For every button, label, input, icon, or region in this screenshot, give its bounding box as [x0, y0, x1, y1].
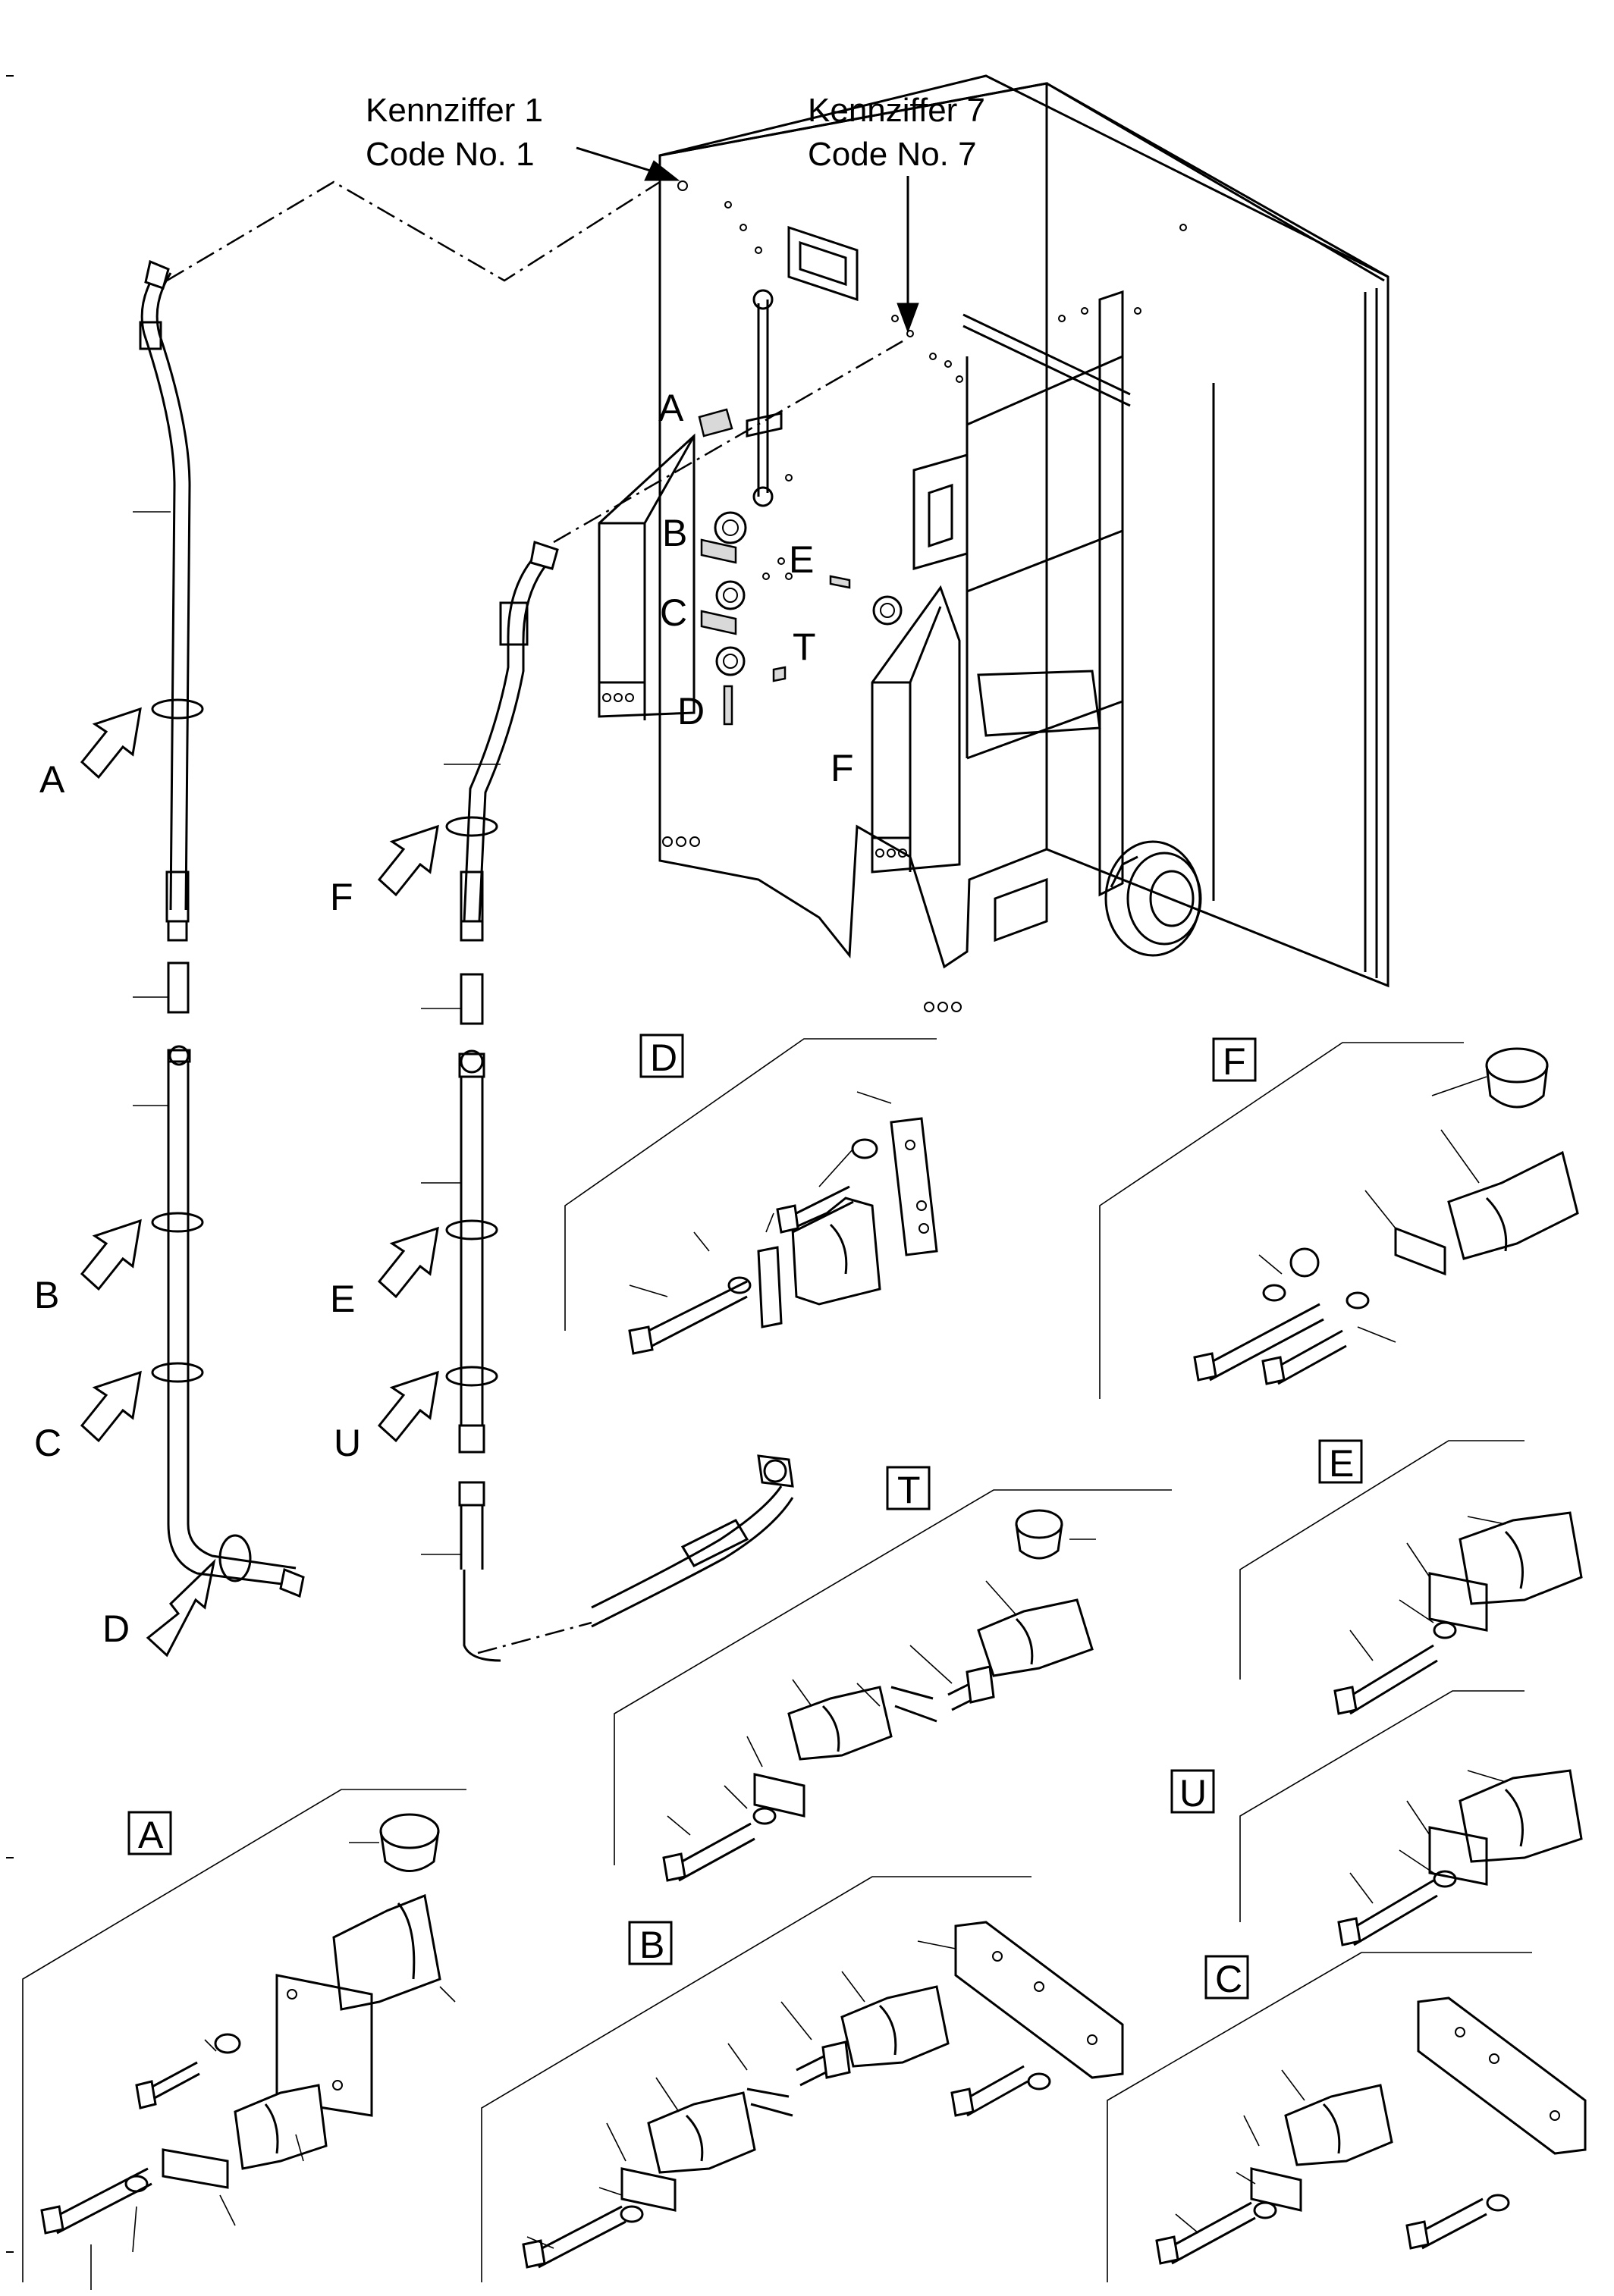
- pointer-arrow-b: [80, 1219, 142, 1291]
- cabinet-label-f: F: [831, 747, 854, 789]
- detail-e-label: E: [1329, 1442, 1354, 1485]
- detail-f-label: F: [1223, 1040, 1246, 1083]
- cabinet-position-labels: A B C D E F T: [658, 387, 854, 789]
- pointer-label-d: D: [102, 1608, 130, 1650]
- detail-b: B: [481, 1876, 1124, 2282]
- pointer-arrow-u: [377, 1370, 439, 1443]
- pointer-arrow-f: [377, 824, 439, 897]
- code1-de-label: Kennziffer 1: [366, 92, 543, 129]
- detail-e: E: [1239, 1439, 1583, 1715]
- cabinet-label-c: C: [660, 591, 687, 634]
- code7-arrowhead: [896, 303, 919, 334]
- code7-en-label: Code No. 7: [808, 136, 977, 173]
- detail-u-box: [1170, 1769, 1215, 1814]
- cabinet-label-t: T: [793, 626, 816, 668]
- crop-marks: [6, 75, 14, 2253]
- detail-t-box: [886, 1466, 931, 1510]
- detail-d: D: [564, 1034, 938, 1355]
- routing-line-f: [553, 340, 903, 544]
- pointer-arrow-e: [377, 1226, 439, 1299]
- detail-u: U: [1170, 1690, 1583, 1946]
- pointer-arrows-middle: F E U: [330, 824, 439, 1464]
- detail-c: C: [1107, 1952, 1587, 2282]
- detail-b-label: B: [639, 1924, 664, 1966]
- routing-line-a: [166, 180, 661, 282]
- detail-a: A: [22, 1789, 466, 2290]
- code1-en-label: Code No. 1: [366, 136, 535, 173]
- pointer-arrow-a: [80, 707, 142, 779]
- pointer-label-e: E: [330, 1278, 355, 1320]
- detail-f: F: [1099, 1037, 1579, 1399]
- routing-line-hose: [477, 1621, 592, 1655]
- cabinet-label-e: E: [789, 538, 814, 581]
- cabinet-label-b: B: [662, 512, 687, 554]
- code1-arrowhead: [644, 160, 680, 181]
- pointer-label-b: B: [34, 1274, 59, 1316]
- detail-c-box: [1204, 1955, 1249, 2000]
- detail-a-box: [127, 1811, 172, 1855]
- detail-d-box: [639, 1034, 684, 1078]
- detail-b-box: [628, 1921, 673, 1965]
- code-callout-7: Kennziffer 7 Code No. 7: [808, 92, 985, 334]
- detail-a-label: A: [138, 1814, 164, 1856]
- hose-assembly-left: [133, 259, 305, 1598]
- detail-c-label: C: [1215, 1958, 1242, 2000]
- pointer-arrow-c: [80, 1370, 142, 1443]
- detail-e-box: [1318, 1439, 1363, 1484]
- cabinet-frame: [598, 74, 1389, 1012]
- detail-u-label: U: [1179, 1772, 1207, 1815]
- panel-holes: [677, 180, 1187, 580]
- pointer-label-u: U: [334, 1422, 361, 1464]
- detail-d-label: D: [650, 1037, 677, 1079]
- pointer-arrows-left: A B C D: [34, 707, 216, 1658]
- detail-f-box: [1212, 1037, 1257, 1082]
- detail-t-label: T: [897, 1469, 921, 1511]
- cabinet-label-a: A: [658, 387, 684, 429]
- pointer-label-f: F: [330, 876, 353, 918]
- detail-t: T: [614, 1466, 1172, 1882]
- code-callout-1: Kennziffer 1 Code No. 1: [366, 92, 680, 181]
- pointer-label-a: A: [39, 758, 65, 801]
- hose-assembly-middle: [421, 541, 794, 1662]
- pointer-label-c: C: [34, 1422, 61, 1464]
- cabinet-clamps: [698, 408, 903, 726]
- cabinet-label-d: D: [677, 690, 705, 732]
- pointer-arrow-d: [146, 1558, 216, 1658]
